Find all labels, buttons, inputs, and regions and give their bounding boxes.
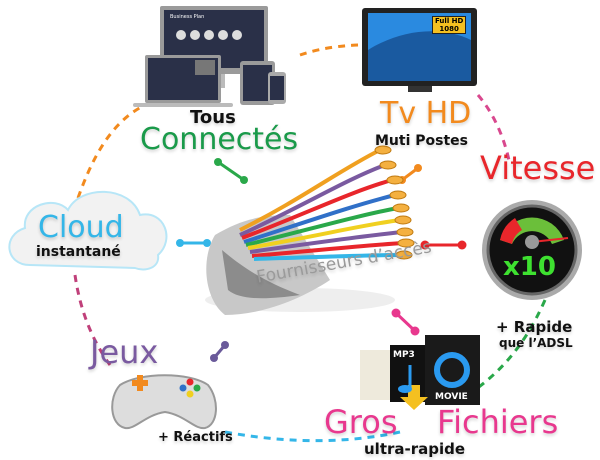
tv-badge-line2: 1080 [439,25,459,33]
cloud-label-sub: instantané [36,244,121,260]
tv-badge: Full HD 1080 [432,16,467,34]
speed-label-sub1: + Rapide [496,318,573,336]
games-label-main: Jeux [90,333,159,371]
tv-badge-line1: Full HD [435,17,464,25]
ring-segment-orange-top [299,43,363,57]
files-label-sub: ultra-rapide [364,440,466,458]
movie-label: MOVIE [435,392,468,402]
connector-green [216,160,246,182]
devices-icon [133,6,286,107]
cloud-icon [8,190,168,271]
devices-label-top: Tous [190,107,236,128]
game-controller-icon [111,374,217,430]
mp3-label: MP3 [393,350,415,360]
devices-label-main: Connectés [140,122,299,157]
gauge-value: x10 [503,252,556,282]
cloud-label-main: Cloud [38,210,124,245]
speed-gauge-icon [482,200,582,300]
files-label-left: Gros [324,403,398,441]
media-files-icon [360,335,480,410]
fiber-optic-bundle-icon [205,145,415,315]
ring-segment-pink-right [476,94,512,166]
speed-label-main: Vitesse [480,149,596,187]
files-label-right: Fichiers [437,403,559,441]
tv-label-main: Tv HD [380,96,472,131]
screen-title: Business Plan [170,14,205,20]
ring-segment-orange-left [76,103,146,199]
tv-label-sub: Muti Postes [375,133,468,149]
games-label-sub: + Réactifs [158,430,233,445]
speed-label-sub2: que l’ADSL [499,336,573,350]
